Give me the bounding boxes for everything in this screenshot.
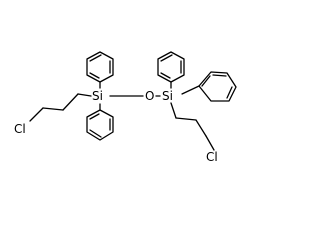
atom-si-left: Si <box>92 89 103 103</box>
atom-si-right: Si <box>162 89 173 103</box>
phenyl-ring-right-side <box>198 71 237 102</box>
phenyl-ring-right-top <box>157 51 185 83</box>
atom-oxygen: O <box>145 89 154 103</box>
bond-si-right-phenyl-side <box>181 85 200 95</box>
phenyl-ring-left-bottom <box>86 109 114 141</box>
phenyl-ring-left-top <box>86 51 114 83</box>
structure-diagram: Si O Si Cl Cl <box>14 51 237 164</box>
chloropropyl-chain-left <box>29 93 92 122</box>
atom-cl-right: Cl <box>206 150 218 164</box>
atom-cl-left: Cl <box>14 122 26 136</box>
chloropropyl-chain-right <box>170 102 215 151</box>
